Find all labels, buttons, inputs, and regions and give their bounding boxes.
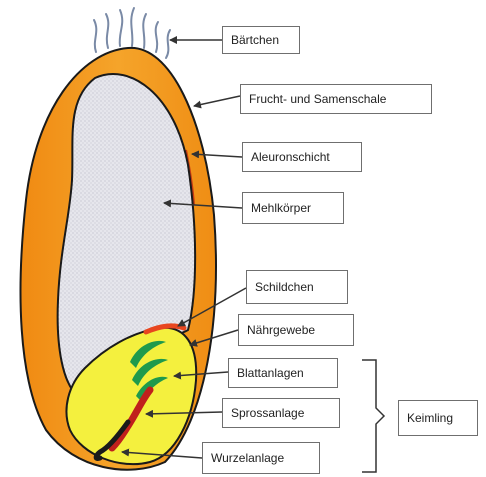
label-frucht-samenschale: Frucht- und Samenschale <box>240 84 432 114</box>
label-schildchen: Schildchen <box>246 270 348 304</box>
label-keimling: Keimling <box>398 400 478 436</box>
label-blattanlagen: Blattanlagen <box>228 358 338 388</box>
label-naehrgewebe: Nährgewebe <box>238 314 354 346</box>
label-aleuronschicht: Aleuronschicht <box>242 142 362 172</box>
label-mehlkoerper: Mehlkörper <box>242 192 344 224</box>
label-baertchen: Bärtchen <box>222 26 300 54</box>
label-sprossanlage: Sprossanlage <box>222 398 340 428</box>
keimling-bracket <box>362 360 384 472</box>
arrow-schale <box>194 96 240 106</box>
label-wurzelanlage: Wurzelanlage <box>202 442 320 474</box>
